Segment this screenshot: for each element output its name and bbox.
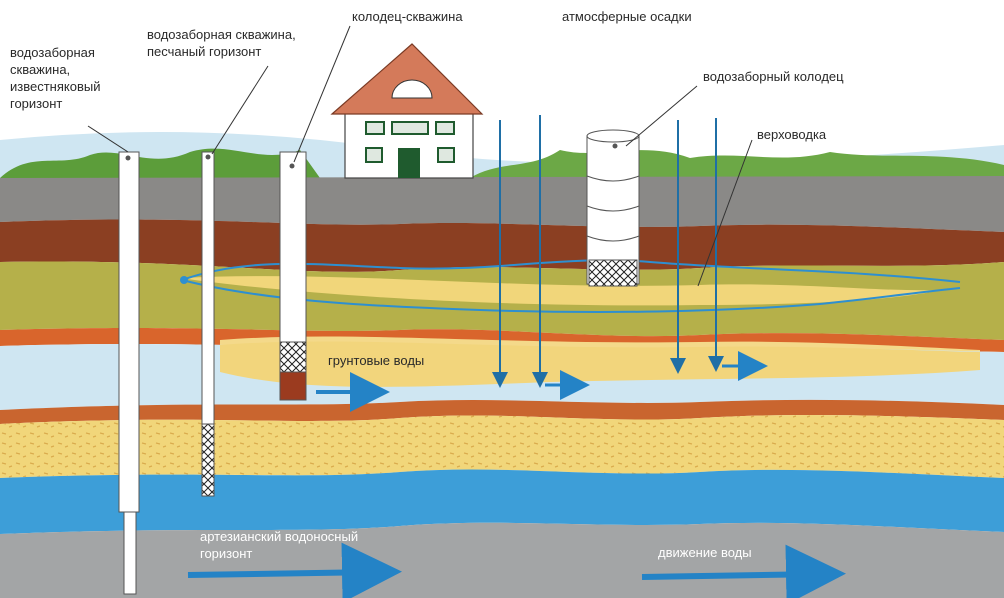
label-artesian: артезианский водоносный горизонт xyxy=(200,529,359,561)
perched-lens xyxy=(180,276,940,306)
label-precipitation: атмосферные осадки xyxy=(562,9,692,24)
precipitation-arrows xyxy=(492,115,724,388)
label-water-flow: движение воды xyxy=(658,545,752,560)
intake-well xyxy=(586,129,640,287)
label-perched-water: верховодка xyxy=(757,127,827,142)
leader-lines xyxy=(87,25,753,287)
sand-texture xyxy=(0,414,1004,478)
lens-dot xyxy=(180,276,188,284)
groundwater-lens xyxy=(220,341,980,387)
borehole-well xyxy=(279,151,307,401)
label-limestone-well: водозаборная скважина, известняковый гор… xyxy=(10,45,101,111)
limestone-well xyxy=(118,151,140,595)
clay-layer xyxy=(0,219,1004,272)
trees-left xyxy=(0,148,320,178)
topsoil-layer xyxy=(0,176,1004,232)
bedrock-layer xyxy=(0,522,1004,598)
orange-band xyxy=(0,399,1004,424)
label-sand-well: водозаборная скважина, песчаный горизонт xyxy=(147,27,296,59)
label-borehole-well: колодец-скважина xyxy=(352,9,463,24)
label-groundwater: грунтовые воды xyxy=(328,353,425,368)
artesian-aquifer xyxy=(0,469,1004,534)
flow-arrows xyxy=(187,351,846,598)
house xyxy=(330,43,484,179)
label-intake-well: водозаборный колодец xyxy=(703,69,844,84)
sand-well xyxy=(201,151,215,497)
